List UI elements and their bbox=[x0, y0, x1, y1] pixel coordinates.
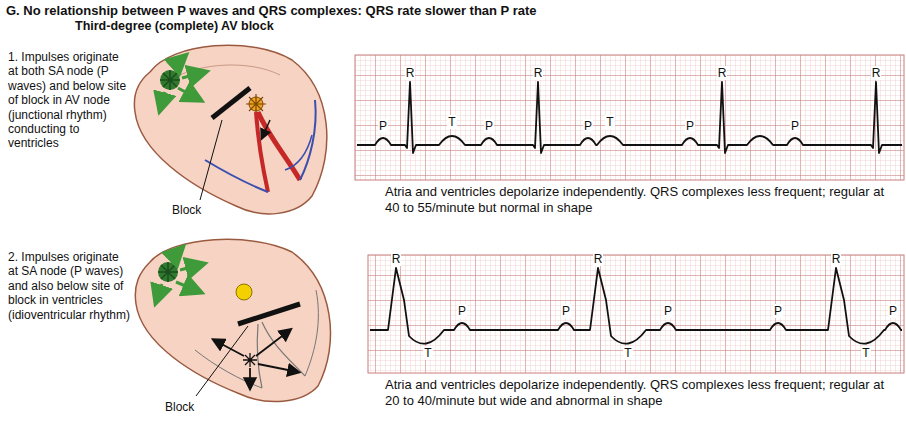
wave-label: R bbox=[593, 252, 604, 266]
wave-label: R bbox=[391, 252, 402, 266]
strip-caption: Atria and ventricles depolarize independ… bbox=[385, 184, 900, 215]
ecg-grid bbox=[368, 255, 904, 373]
block-label: Block bbox=[165, 400, 194, 414]
subtitle: Third-degree (complete) AV block bbox=[75, 19, 475, 34]
wave-label: P bbox=[457, 304, 467, 318]
ecg-grid bbox=[355, 55, 904, 180]
wave-label: P bbox=[888, 304, 898, 318]
wave-label: T bbox=[605, 115, 614, 129]
wave-label: P bbox=[484, 119, 494, 133]
wave-label: R bbox=[405, 66, 416, 80]
wave-label: P bbox=[561, 304, 571, 318]
wave-label: P bbox=[583, 119, 593, 133]
ecg-trace bbox=[370, 268, 902, 344]
strip-caption: Atria and ventricles depolarize independ… bbox=[385, 377, 900, 408]
wave-label: T bbox=[861, 346, 870, 360]
wave-label: R bbox=[871, 66, 882, 80]
block-label: Block bbox=[172, 203, 201, 217]
wave-label: T bbox=[423, 346, 432, 360]
wave-label: P bbox=[685, 119, 695, 133]
ecg-trace bbox=[357, 82, 902, 153]
wave-label: R bbox=[831, 252, 842, 266]
wave-label: R bbox=[533, 66, 544, 80]
heart-illustration bbox=[135, 239, 330, 401]
description-text: 1. Impulses originate at both SA node (P… bbox=[8, 50, 132, 151]
wave-label: P bbox=[773, 304, 783, 318]
wave-label: T bbox=[623, 346, 632, 360]
wave-label: R bbox=[717, 66, 728, 80]
wave-label: P bbox=[790, 119, 800, 133]
wave-label: P bbox=[378, 119, 388, 133]
description-text: 2. Impulses originate at SA node (P wave… bbox=[8, 250, 132, 322]
wave-label: T bbox=[447, 115, 456, 129]
heart-illustration bbox=[134, 45, 326, 214]
figure-title: G. No relationship between P waves and Q… bbox=[6, 3, 886, 19]
wave-label: P bbox=[663, 304, 673, 318]
